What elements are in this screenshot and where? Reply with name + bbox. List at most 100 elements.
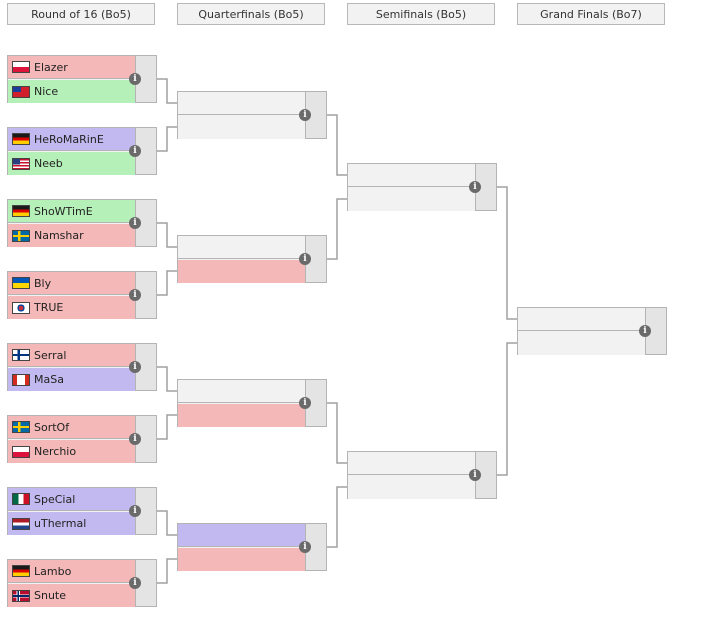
match-score-panel bbox=[306, 380, 326, 426]
player-slot-bottom[interactable] bbox=[178, 116, 305, 139]
info-icon[interactable]: i bbox=[129, 577, 141, 589]
match-score-panel bbox=[136, 128, 156, 174]
connector-line bbox=[327, 402, 347, 464]
player-slot-bottom[interactable]: Nice bbox=[8, 80, 135, 103]
player-slot-bottom[interactable]: TRUE bbox=[8, 296, 135, 319]
player-slot-bottom[interactable] bbox=[518, 332, 645, 355]
finland-flag-icon bbox=[12, 349, 30, 361]
player-slot-bottom[interactable]: Neeb bbox=[8, 152, 135, 175]
quarterfinals-match-2 bbox=[177, 235, 327, 283]
info-icon[interactable]: i bbox=[129, 505, 141, 517]
connector-line bbox=[157, 126, 177, 152]
info-icon[interactable]: i bbox=[129, 289, 141, 301]
match-score-panel bbox=[136, 488, 156, 534]
match-score-panel bbox=[306, 92, 326, 138]
player-slot-top[interactable]: Elazer bbox=[8, 56, 135, 79]
player-slot-bottom[interactable] bbox=[348, 476, 475, 499]
match-score-panel bbox=[476, 164, 496, 210]
info-icon[interactable]: i bbox=[129, 73, 141, 85]
player-name: SortOf bbox=[34, 420, 70, 434]
match-score-panel bbox=[136, 560, 156, 606]
connector-line bbox=[157, 222, 177, 248]
info-icon[interactable]: i bbox=[299, 253, 311, 265]
connector-line bbox=[497, 342, 517, 476]
round-of-16-match-2: HeRoMaRinE Neeb bbox=[7, 127, 157, 175]
player-slot-top[interactable] bbox=[178, 524, 305, 547]
connector-line bbox=[157, 366, 177, 392]
match-score-panel bbox=[136, 272, 156, 318]
info-icon[interactable]: i bbox=[129, 217, 141, 229]
player-slot-bottom[interactable]: Nerchio bbox=[8, 440, 135, 463]
poland-flag-icon bbox=[12, 61, 30, 73]
round-header-quarterfinals[interactable]: Quarterfinals (Bo5) bbox=[177, 3, 325, 25]
poland-flag-icon bbox=[12, 445, 30, 458]
germany-flag-icon bbox=[12, 565, 30, 577]
player-name: Snute bbox=[34, 589, 67, 602]
player-slot-top[interactable]: Serral bbox=[8, 344, 135, 367]
player-slot-top[interactable]: HeRoMaRinE bbox=[8, 128, 135, 151]
player-slot-bottom[interactable]: uThermal bbox=[8, 512, 135, 535]
player-name: uThermal bbox=[34, 517, 87, 530]
player-slot-bottom[interactable]: Snute bbox=[8, 584, 135, 607]
info-icon[interactable]: i bbox=[129, 433, 141, 445]
info-icon[interactable]: i bbox=[469, 181, 481, 193]
round-header-semifinals[interactable]: Semifinals (Bo5) bbox=[347, 3, 495, 25]
connector-line bbox=[497, 186, 517, 320]
player-slot-top[interactable] bbox=[348, 452, 475, 475]
player-name: SpeCial bbox=[34, 492, 76, 506]
connector-line bbox=[157, 270, 177, 296]
grand-finals-match-1 bbox=[517, 307, 667, 355]
player-slot-bottom[interactable] bbox=[178, 260, 305, 283]
round-of-16-match-7: SpeCial uThermal bbox=[7, 487, 157, 535]
match-score-panel bbox=[306, 236, 326, 282]
round-header-label: Round of 16 (Bo5) bbox=[31, 7, 131, 21]
player-slot-top[interactable]: SpeCial bbox=[8, 488, 135, 511]
connector-line bbox=[327, 198, 347, 260]
player-slot-bottom[interactable] bbox=[178, 404, 305, 427]
player-slot-bottom[interactable]: Namshar bbox=[8, 224, 135, 247]
sweden-flag-icon bbox=[12, 421, 30, 433]
connector-line bbox=[157, 510, 177, 536]
match-score-panel bbox=[136, 200, 156, 246]
info-icon[interactable]: i bbox=[299, 109, 311, 121]
player-name: Nerchio bbox=[34, 445, 77, 458]
round-header-ro16[interactable]: Round of 16 (Bo5) bbox=[7, 3, 155, 25]
player-name: Bly bbox=[34, 276, 52, 290]
match-score-panel bbox=[476, 452, 496, 498]
taiwan-flag-icon bbox=[12, 85, 30, 98]
sweden-flag-icon bbox=[12, 229, 30, 242]
player-name: Neeb bbox=[34, 157, 63, 170]
player-name: ShoWTimE bbox=[34, 204, 93, 218]
match-score-panel bbox=[136, 56, 156, 102]
player-slot-bottom[interactable] bbox=[348, 188, 475, 211]
info-icon[interactable]: i bbox=[299, 541, 311, 553]
connector-line bbox=[327, 486, 347, 548]
info-icon[interactable]: i bbox=[129, 361, 141, 373]
match-score-panel bbox=[136, 416, 156, 462]
player-slot-top[interactable] bbox=[348, 164, 475, 187]
connector-line bbox=[157, 414, 177, 440]
info-icon[interactable]: i bbox=[129, 145, 141, 157]
player-slot-top[interactable] bbox=[178, 92, 305, 115]
player-slot-bottom[interactable] bbox=[178, 548, 305, 571]
info-icon[interactable]: i bbox=[639, 325, 651, 337]
quarterfinals-match-1 bbox=[177, 91, 327, 139]
player-slot-top[interactable]: Bly bbox=[8, 272, 135, 295]
player-slot-top[interactable] bbox=[518, 308, 645, 331]
player-slot-top[interactable]: SortOf bbox=[8, 416, 135, 439]
korea-flag-icon bbox=[12, 301, 30, 314]
norway-flag-icon bbox=[12, 589, 30, 602]
connector-line bbox=[157, 558, 177, 584]
round-header-grand-finals[interactable]: Grand Finals (Bo7) bbox=[517, 3, 665, 25]
match-score-panel bbox=[646, 308, 666, 354]
player-slot-top[interactable]: Lambo bbox=[8, 560, 135, 583]
player-slot-top[interactable] bbox=[178, 236, 305, 259]
player-slot-top[interactable]: ShoWTimE bbox=[8, 200, 135, 223]
canada-flag-icon bbox=[12, 373, 30, 386]
round-header-label: Semifinals (Bo5) bbox=[375, 7, 467, 21]
info-icon[interactable]: i bbox=[469, 469, 481, 481]
player-slot-top[interactable] bbox=[178, 380, 305, 403]
info-icon[interactable]: i bbox=[299, 397, 311, 409]
player-slot-bottom[interactable]: MaSa bbox=[8, 368, 135, 391]
